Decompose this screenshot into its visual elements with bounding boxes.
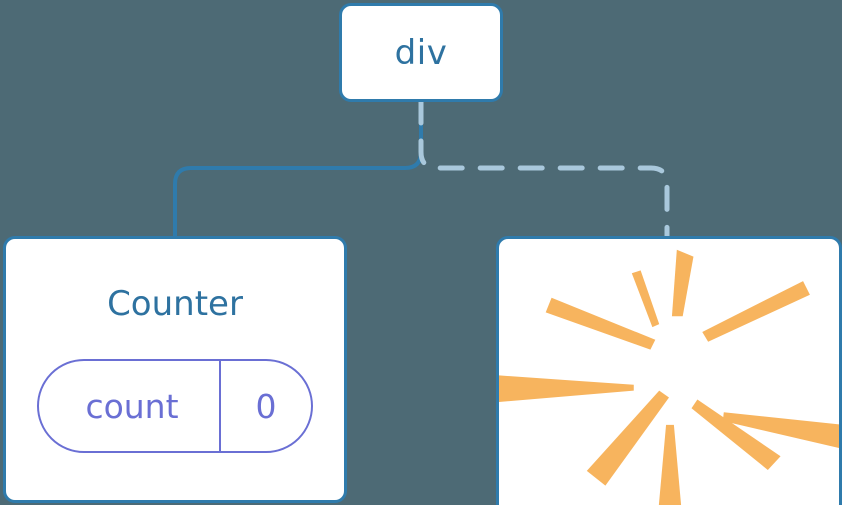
counter-node-label: Counter (107, 284, 243, 324)
connector-solid-to-counter (173, 99, 423, 239)
rerender-node[interactable] (496, 236, 842, 505)
state-key-label: count (85, 386, 179, 426)
counter-node[interactable]: Counter count 0 (3, 236, 347, 503)
connector-dashed-to-rerender (418, 98, 670, 240)
state-value-label: 0 (255, 386, 277, 426)
state-pill[interactable]: count 0 (37, 359, 313, 453)
state-pill-divider (219, 361, 221, 451)
div-node-label: div (394, 32, 448, 73)
sparkle-burst-icon (499, 249, 839, 505)
div-node[interactable]: div (339, 3, 503, 102)
